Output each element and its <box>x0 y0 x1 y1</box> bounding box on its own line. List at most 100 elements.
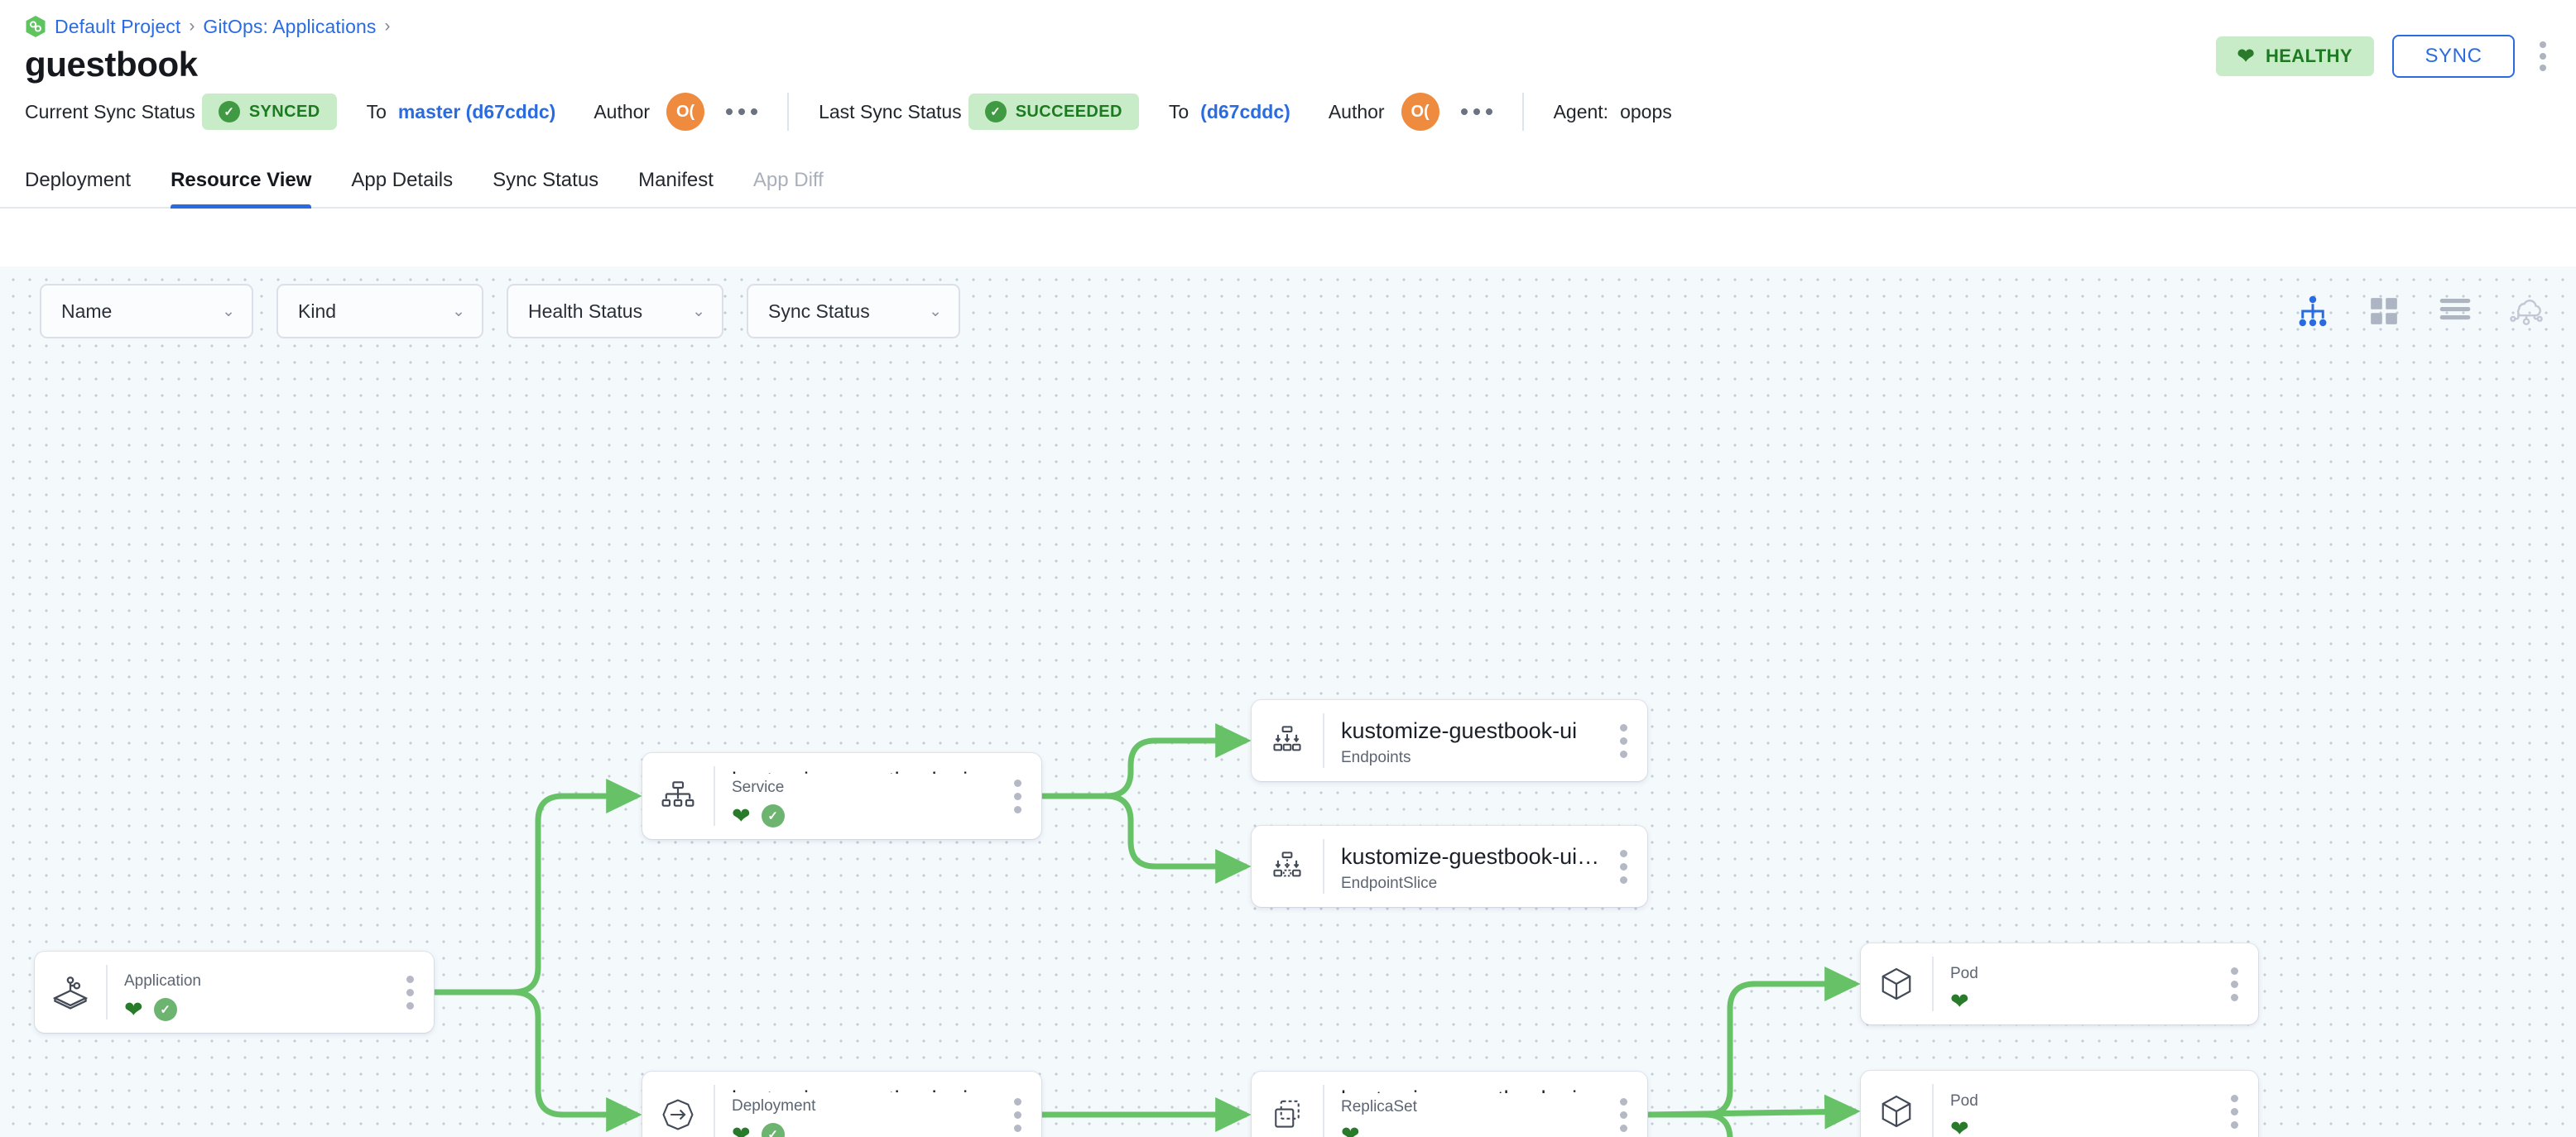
node-divider <box>1323 713 1324 768</box>
agent-value: opops <box>1620 100 1672 122</box>
project-hexagon-icon <box>25 15 46 38</box>
current-revision-link[interactable]: master (d67cddc) <box>397 100 556 122</box>
kebab-dot <box>1473 108 1480 115</box>
kebab-dot <box>2540 53 2546 60</box>
grid-view-icon[interactable] <box>2366 293 2402 329</box>
breadcrumb-separator-2: › <box>384 17 391 36</box>
breadcrumb-item-gitops-applications[interactable]: GitOps: Applications <box>203 15 377 37</box>
node-title: kustomize-guestbook-ui-… <box>1950 958 2215 960</box>
filter-health-status-label: Health Status <box>528 300 643 322</box>
node-overflow-menu-button[interactable] <box>1604 1072 1647 1137</box>
node-kind: Pod <box>1950 1092 1978 1111</box>
resource-node-service[interactable]: kustomize-guestbook-ui Service ❤ ✓ <box>642 753 1041 839</box>
resource-node-replicaset[interactable]: kustomize-guestbook-ui-… ReplicaSet ❤ <box>1252 1072 1647 1137</box>
kebab-dot <box>1619 862 1627 871</box>
filter-sync-status-label: Sync Status <box>768 300 870 322</box>
node-overflow-menu-button[interactable] <box>998 1072 1041 1137</box>
status-bar: Current Sync Status ✓ SYNCED To master (… <box>0 84 2576 147</box>
current-sync-status-badge: ✓ SYNCED <box>201 94 337 130</box>
kebab-dot <box>1619 736 1627 745</box>
app-header: Default Project › GitOps: Applications ›… <box>0 0 2576 209</box>
node-kind: Pod <box>1950 965 1978 983</box>
resource-node-deployment[interactable]: kustomize-guestbook-ui Deployment ❤ ✓ <box>642 1072 1041 1137</box>
breadcrumb-item-default-project[interactable]: Default Project <box>55 15 181 37</box>
node-title: kustomize-guestbook-ui-… <box>1341 843 1604 869</box>
node-body: kustomize-guestbook-ui-… EndpointSlice <box>1324 826 1604 907</box>
filter-sync-status-select[interactable]: Sync Status ⌄ <box>747 284 960 338</box>
status-divider <box>787 93 790 131</box>
tab-resource-view[interactable]: Resource View <box>151 170 331 209</box>
node-overflow-menu-button[interactable] <box>391 952 434 1033</box>
node-kind: Endpoints <box>1341 748 1411 766</box>
kebab-dot <box>2540 41 2546 48</box>
node-overflow-menu-button[interactable] <box>2215 1071 2258 1137</box>
node-overflow-menu-button[interactable] <box>2215 943 2258 1024</box>
list-view-icon[interactable] <box>2437 293 2473 329</box>
kebab-dot <box>1013 779 1021 787</box>
app-overflow-menu-button[interactable] <box>2533 38 2553 74</box>
node-divider <box>714 1085 715 1137</box>
current-to-label: To <box>366 100 387 122</box>
node-overflow-menu-button[interactable] <box>1604 700 1647 781</box>
health-status-badge: ❤ HEALTHY <box>2215 36 2374 76</box>
tree-view-icon[interactable] <box>2295 293 2331 329</box>
kebab-dot <box>2230 967 2238 975</box>
tab-sync-status[interactable]: Sync Status <box>493 169 599 191</box>
last-author-avatar: O( <box>1401 93 1439 131</box>
filter-bar: Name ⌄ Kind ⌄ Health Status ⌄ Sync Statu… <box>0 266 2576 356</box>
tab-deployment[interactable]: Deployment <box>25 169 132 191</box>
filter-health-status-select[interactable]: Health Status ⌄ <box>507 284 723 338</box>
header-actions: ❤ HEALTHY SYNC <box>2215 35 2553 78</box>
node-overflow-menu-button[interactable] <box>1604 826 1647 907</box>
node-status: ❤ ✓ <box>732 804 998 828</box>
last-revision-link[interactable]: (d67cddc) <box>1200 100 1290 122</box>
resource-tree: guestbook Application ❤ ✓ <box>0 266 2576 1137</box>
node-kind: Service <box>732 779 785 797</box>
resource-node-pod-1[interactable]: kustomize-guestbook-ui-… Pod ❤ <box>1861 943 2258 1024</box>
node-overflow-menu-button[interactable] <box>998 753 1041 839</box>
kebab-dot <box>2230 1094 2238 1102</box>
kebab-dot <box>1485 108 1492 115</box>
resource-node-pod-2[interactable]: kustomize-guestbook-ui-… Pod ❤ <box>1861 1071 2258 1137</box>
node-body: kustomize-guestbook-ui Service ❤ ✓ <box>715 753 998 839</box>
resource-node-endpointslice[interactable]: kustomize-guestbook-ui-… EndpointSlice <box>1252 826 1647 907</box>
node-title: kustomize-guestbook-ui-… <box>1341 1087 1604 1093</box>
kebab-dot <box>406 1001 414 1010</box>
resource-node-endpoints[interactable]: kustomize-guestbook-ui Endpoints <box>1252 700 1647 781</box>
pod-icon <box>1861 1071 1932 1137</box>
kebab-dot <box>726 108 733 115</box>
kebab-dot <box>1460 108 1468 115</box>
kebab-dot <box>1013 1097 1021 1106</box>
tab-app-details[interactable]: App Details <box>351 169 454 191</box>
heart-icon: ❤ <box>732 1121 751 1137</box>
breadcrumb-separator: › <box>189 17 195 36</box>
sync-check-icon: ✓ <box>153 998 177 1021</box>
deployment-icon <box>642 1072 714 1137</box>
filter-kind-select[interactable]: Kind ⌄ <box>276 284 483 338</box>
current-sync-overflow-button[interactable] <box>726 108 758 115</box>
network-view-icon[interactable] <box>2508 293 2545 329</box>
node-title: kustomize-guestbook-ui <box>732 1087 998 1092</box>
kebab-dot <box>1619 1124 1627 1132</box>
replicaset-icon <box>1252 1072 1323 1137</box>
kebab-dot <box>1619 750 1627 758</box>
node-body: kustomize-guestbook-ui Deployment ❤ ✓ <box>715 1072 998 1137</box>
heart-icon: ❤ <box>732 803 751 828</box>
last-sync-overflow-button[interactable] <box>1460 108 1492 115</box>
kebab-dot <box>751 108 758 115</box>
current-sync-status-label: Current Sync Status <box>25 100 195 122</box>
resource-node-application[interactable]: guestbook Application ❤ ✓ <box>35 952 434 1033</box>
chevron-down-icon: ⌄ <box>692 302 705 320</box>
resource-graph-canvas[interactable]: Name ⌄ Kind ⌄ Health Status ⌄ Sync Statu… <box>0 266 2576 1137</box>
kebab-dot <box>2540 65 2546 71</box>
kebab-dot <box>1013 805 1021 813</box>
node-divider <box>1932 957 1934 1011</box>
sync-button[interactable]: SYNC <box>2392 35 2515 78</box>
last-sync-status-badge: ✓ SUCCEEDED <box>968 94 1139 130</box>
tab-manifest[interactable]: Manifest <box>638 169 714 191</box>
kebab-dot <box>1013 1111 1021 1119</box>
last-sync-status-label: Last Sync Status <box>819 100 962 122</box>
node-title: kustomize-guestbook-ui-… <box>1950 1086 2215 1087</box>
view-mode-toggle-group <box>2295 266 2545 356</box>
filter-name-select[interactable]: Name ⌄ <box>40 284 253 338</box>
